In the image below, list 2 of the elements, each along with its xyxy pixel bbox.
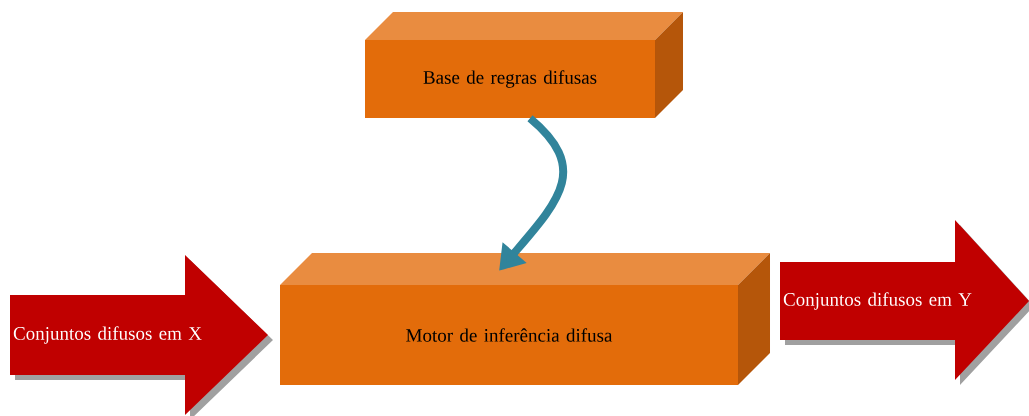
block-box: Motor de inferência difusa (280, 253, 770, 385)
block-box: Base de regras difusas (365, 12, 683, 118)
